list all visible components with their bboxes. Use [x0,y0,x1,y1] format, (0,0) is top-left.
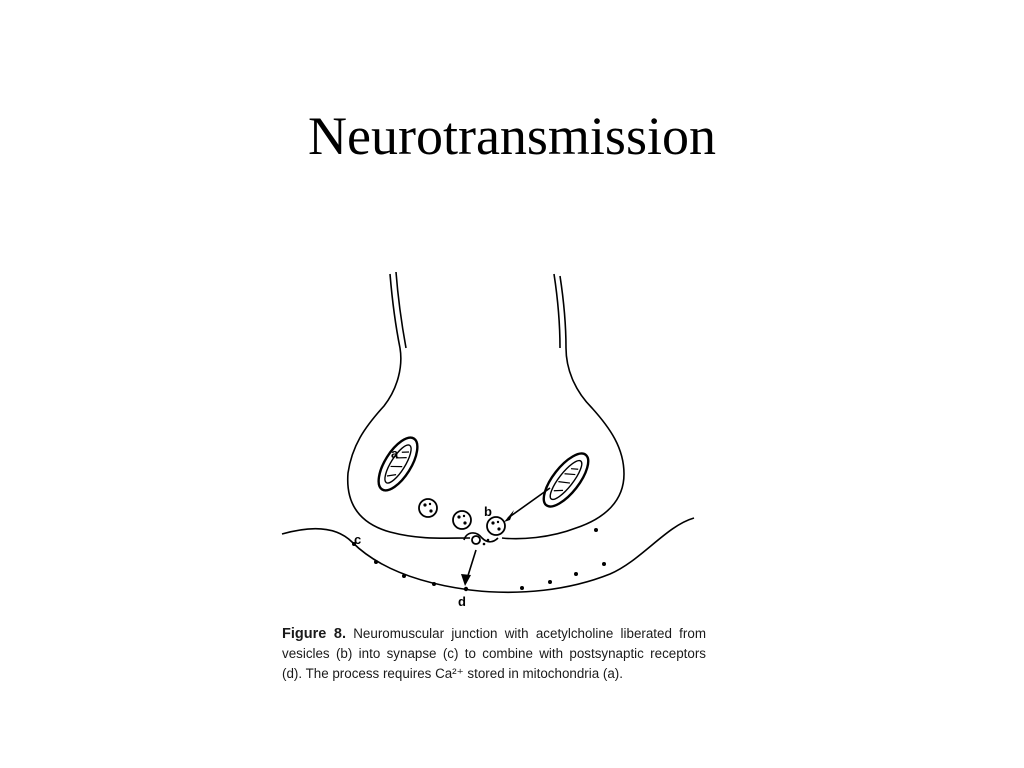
mitochondrion-left [377,436,419,492]
label-d: d [458,594,466,609]
arrow-mito-to-vesicle [507,487,551,519]
neuromuscular-junction-diagram: a b c d [281,271,695,609]
vesicle [452,510,472,530]
postsynaptic-membrane [281,517,695,594]
label-c: c [354,532,361,547]
vesicle [418,498,438,518]
vesicle-contents [423,502,501,546]
vesicle [486,516,506,536]
label-b: b [484,504,492,519]
caption-lead: Figure 8. [282,626,346,642]
figure-caption: Figure 8. Neuromuscular junction with ac… [282,624,706,684]
caption-text: Neuromuscular junction with acetylcholin… [282,626,706,681]
axon-terminal [346,271,625,540]
arrowheads [461,510,514,586]
slide-title: Neurotransmission [308,106,716,166]
label-a: a [391,446,399,461]
vesicle-releasing [471,535,481,545]
vesicles [418,498,506,545]
mitochondrion-right [542,452,590,508]
receptor-dots [352,528,606,592]
